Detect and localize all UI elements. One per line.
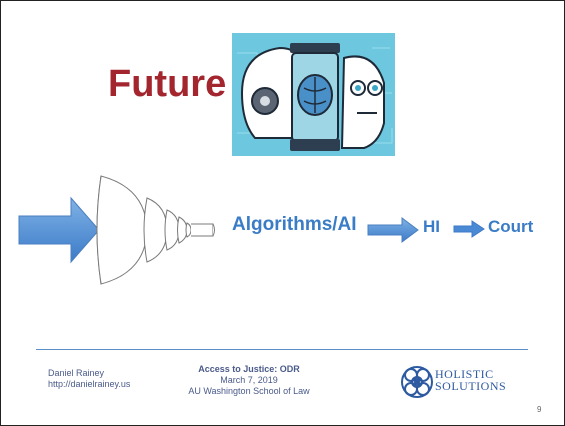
page-number: 9	[537, 405, 542, 414]
slide-title: Future	[108, 63, 227, 105]
right-arrow-icon	[367, 217, 419, 243]
ai-robot-brain-illustration-icon	[232, 33, 395, 156]
footer-website: http://danielrainey.us	[48, 379, 131, 389]
logo-line-2: SOLUTIONS	[435, 379, 507, 393]
logo-line-1: HOLISTIC	[435, 367, 494, 381]
footer-event-block: Access to Justice: ODR March 7, 2019 AU …	[169, 364, 329, 397]
footer-event-venue: AU Washington School of Law	[188, 386, 310, 396]
logo-text: HOLISTIC SOLUTIONS	[435, 368, 506, 392]
footer-event-date: March 7, 2019	[220, 375, 278, 385]
holistic-solutions-logo-icon	[401, 366, 433, 398]
hi-label: HI	[423, 217, 440, 236]
funnel-icon	[18, 175, 215, 285]
footer-author-name: Daniel Rainey	[48, 368, 105, 378]
right-arrow-icon	[453, 220, 485, 238]
footer-author-block: Daniel Rainey http://danielrainey.us	[48, 368, 130, 390]
footer-divider	[36, 349, 528, 350]
court-label: Court	[488, 217, 534, 236]
algorithms-ai-label: Algorithms/AI	[232, 214, 357, 235]
footer-event-title: Access to Justice: ODR	[198, 364, 300, 374]
